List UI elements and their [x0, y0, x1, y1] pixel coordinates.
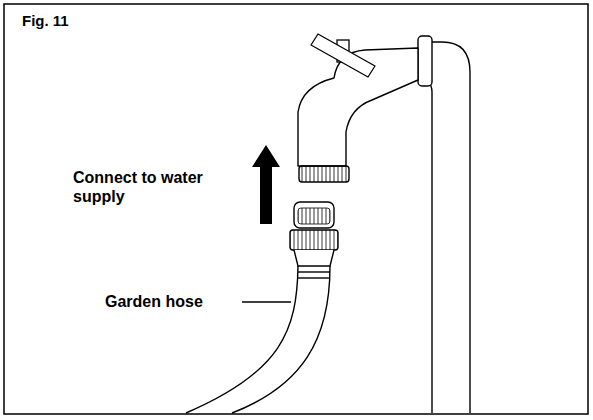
connector-nut: [290, 230, 338, 250]
part-label: Garden hose: [105, 292, 203, 311]
figure-frame: [4, 4, 588, 414]
garden-hose: [186, 266, 330, 413]
tap-handle: [311, 34, 375, 77]
instruction-label: Connect to water supply: [73, 168, 238, 206]
leader-line: [242, 301, 291, 303]
water-pipe: [420, 42, 470, 413]
connector-neck: [294, 250, 334, 266]
pipe-flange: [418, 36, 432, 86]
hose-connector: [294, 202, 334, 228]
tap-thread: [299, 166, 349, 182]
connector-knurl: [298, 208, 330, 224]
direction-arrow: [252, 145, 280, 224]
figure-number: Fig. 11: [22, 12, 69, 30]
